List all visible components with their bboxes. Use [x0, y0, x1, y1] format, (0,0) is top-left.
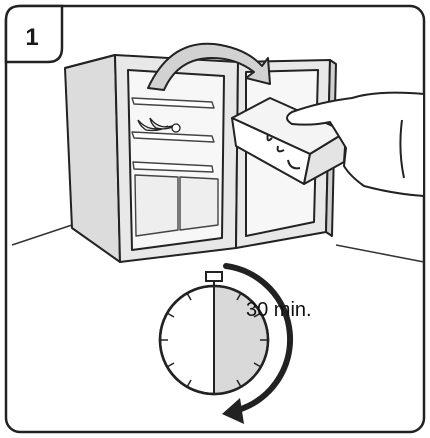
timer-duration-label: 30 min.: [246, 299, 312, 321]
timer-arrow-icon: [222, 263, 294, 424]
door-swing-arrow-icon: [147, 42, 271, 91]
hand-icon: [266, 91, 425, 197]
stopwatch-icon: [158, 271, 270, 396]
room-corner: [11, 224, 425, 263]
bananas-icon: [137, 117, 181, 133]
step-badge: [4, 4, 64, 64]
baking-soda-box-icon: [231, 97, 347, 185]
step-number: 1: [25, 24, 39, 51]
